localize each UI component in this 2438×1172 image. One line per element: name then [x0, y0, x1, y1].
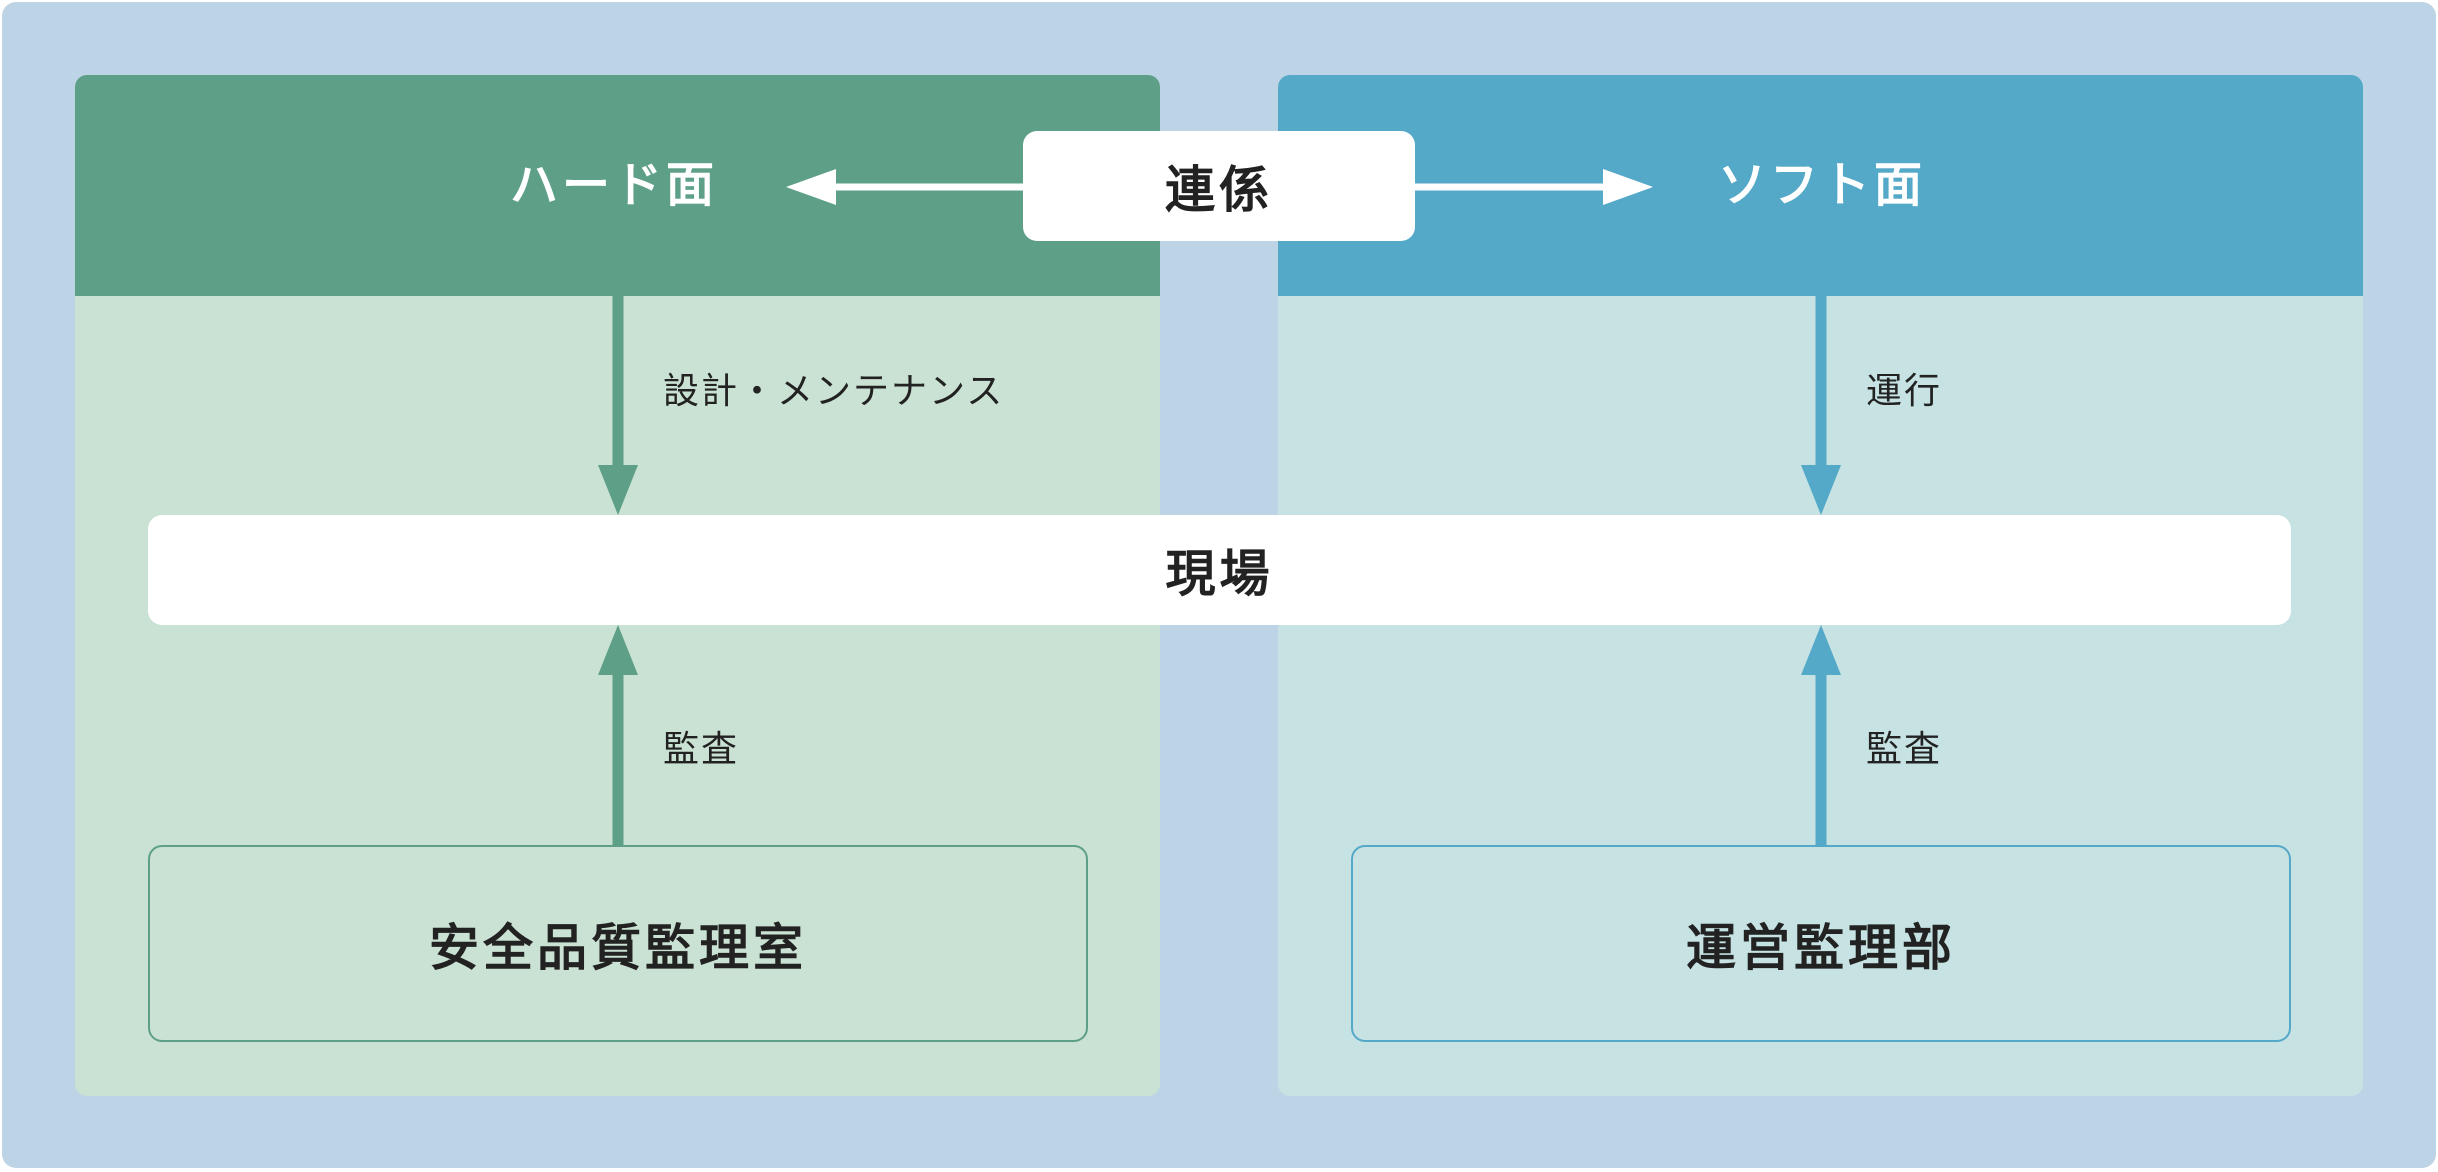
- hard-down-arrow: [598, 296, 638, 515]
- hard-org-box: 安全品質監理室: [148, 845, 1088, 1042]
- hard-down-label: 設計・メンテナンス: [663, 371, 1005, 412]
- link-arrow-right-head: [1603, 169, 1653, 205]
- link-box: 連係: [1023, 131, 1415, 241]
- soft-up-label: 監査: [1866, 729, 1943, 770]
- site-box: 現場: [148, 515, 2291, 625]
- soft-down-label: 運行: [1866, 371, 1943, 412]
- hard-up-label: 監査: [663, 729, 740, 770]
- soft-up-arrow: [1801, 625, 1841, 845]
- soft-org-box: 運営監理部: [1351, 845, 2291, 1042]
- hard-up-arrow: [598, 625, 638, 845]
- soft-title: ソフト面: [1718, 157, 1927, 213]
- hard-title: ハード面: [510, 157, 719, 213]
- link-arrow-left-head: [786, 169, 836, 205]
- soft-down-arrow: [1801, 296, 1841, 515]
